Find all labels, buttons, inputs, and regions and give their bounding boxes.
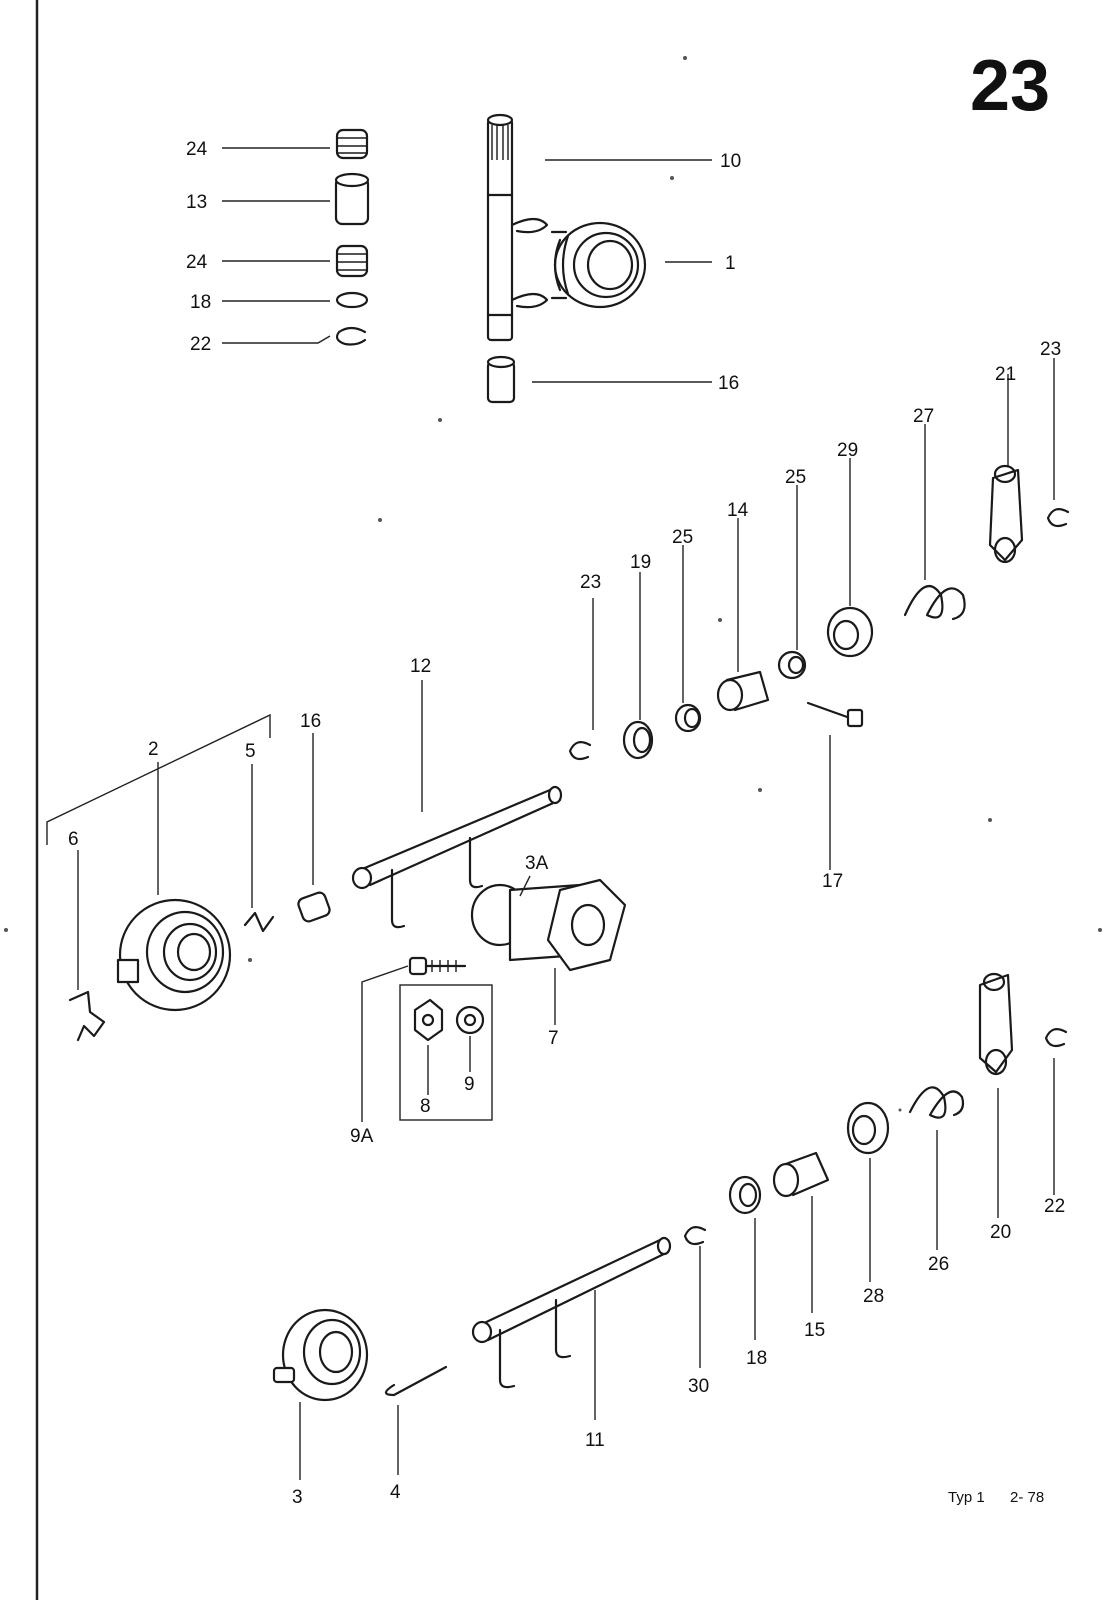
part-20-lever <box>978 972 1014 1076</box>
leader-lines <box>77 147 1055 1480</box>
part-11-shaft <box>471 1236 672 1389</box>
callout-22-top: 22 <box>190 334 211 355</box>
part-17-bolt <box>806 701 864 728</box>
part-25-spring-left <box>674 703 702 733</box>
callout-28: 28 <box>863 1286 884 1307</box>
part-22-circlip-right <box>1044 1027 1068 1048</box>
part-3-bearing <box>272 1308 369 1402</box>
callout-18-top: 18 <box>190 292 211 313</box>
part-14-bush <box>716 670 770 712</box>
callout-23-left: 23 <box>580 572 601 593</box>
callout-1: 1 <box>725 253 736 274</box>
footer-model: Typ 1 <box>948 1489 985 1506</box>
callout-12: 12 <box>410 656 431 677</box>
part-12-shaft <box>351 785 563 929</box>
page-number: 23 <box>970 46 1050 126</box>
part-24-seal-mid <box>335 244 369 278</box>
callout-3: 3 <box>292 1487 303 1508</box>
part-9A-bolt <box>408 956 467 976</box>
part-5-clip <box>243 911 275 933</box>
callout-11: 11 <box>585 1430 605 1451</box>
scan-noise <box>4 56 1102 1112</box>
part-22-circlip-top <box>335 326 367 346</box>
callout-8: 8 <box>420 1096 431 1117</box>
part-25-spring-right <box>777 650 807 680</box>
part-26-spring <box>908 1086 965 1119</box>
callout-25-right: 25 <box>785 467 806 488</box>
callout-5: 5 <box>245 741 256 762</box>
part-16-bush-mid <box>297 891 331 923</box>
footer-date: 2- 78 <box>1010 1489 1044 1506</box>
callout-20: 20 <box>990 1222 1011 1243</box>
part-18-washer-top <box>335 291 369 309</box>
callout-14: 14 <box>727 500 749 521</box>
callout-4: 4 <box>390 1482 401 1503</box>
callout-17: 17 <box>822 871 843 892</box>
callout-22-right: 22 <box>1044 1196 1065 1217</box>
part-19-seal <box>622 720 654 760</box>
callout-3A: 3A <box>525 853 549 874</box>
callout-13: 13 <box>186 192 207 213</box>
callout-labels: 10 1 16 24 13 24 18 22 23 21 27 29 25 14… <box>68 139 1065 1508</box>
part-24-seal-top <box>335 128 369 160</box>
callout-19: 19 <box>630 552 651 573</box>
callout-24-top: 24 <box>186 139 208 160</box>
callout-10: 10 <box>720 151 741 172</box>
part-3A-guide-tube <box>470 878 627 972</box>
callout-2: 2 <box>148 739 159 760</box>
part-27-spring <box>903 585 966 621</box>
part-13-bush <box>334 172 370 226</box>
callout-9: 9 <box>464 1074 475 1095</box>
part-9-lock-washer <box>455 1005 485 1035</box>
callout-6: 6 <box>68 829 79 850</box>
part-10-shaft <box>486 113 549 342</box>
callout-23-right: 23 <box>1040 339 1061 360</box>
part-1-bearing <box>550 221 647 309</box>
part-23-circlip-right <box>1046 507 1070 528</box>
callout-30: 30 <box>688 1376 709 1397</box>
part-16-bush-top <box>486 355 516 404</box>
callout-24-mid: 24 <box>186 252 208 273</box>
callout-7: 7 <box>548 1028 559 1049</box>
part-23-circlip-left <box>568 740 592 761</box>
part-4-retaining-spring <box>384 1365 448 1397</box>
callout-21: 21 <box>995 364 1016 385</box>
callout-18-low: 18 <box>746 1348 767 1369</box>
callout-16-mid: 16 <box>300 711 321 732</box>
callout-25-left: 25 <box>672 527 693 548</box>
part-29-bush <box>826 606 874 658</box>
callout-26: 26 <box>928 1254 949 1275</box>
part-8-nut <box>413 998 444 1042</box>
callout-9A: 9A <box>350 1126 374 1147</box>
part-30-circlip <box>683 1225 707 1246</box>
part-6-spring-clip <box>68 990 106 1042</box>
part-15-bush <box>772 1151 830 1198</box>
part-18-washer-low <box>728 1175 762 1215</box>
part-2-release-bearing <box>116 898 232 1012</box>
callout-29: 29 <box>837 440 858 461</box>
footer: Typ 1 2- 78 <box>948 1489 1044 1506</box>
fastener-box <box>399 984 493 1121</box>
part-21-lever <box>988 464 1024 564</box>
callout-15: 15 <box>804 1320 825 1341</box>
part-28-bush <box>846 1101 890 1155</box>
callout-27: 27 <box>913 406 934 427</box>
callout-16-top: 16 <box>718 373 739 394</box>
